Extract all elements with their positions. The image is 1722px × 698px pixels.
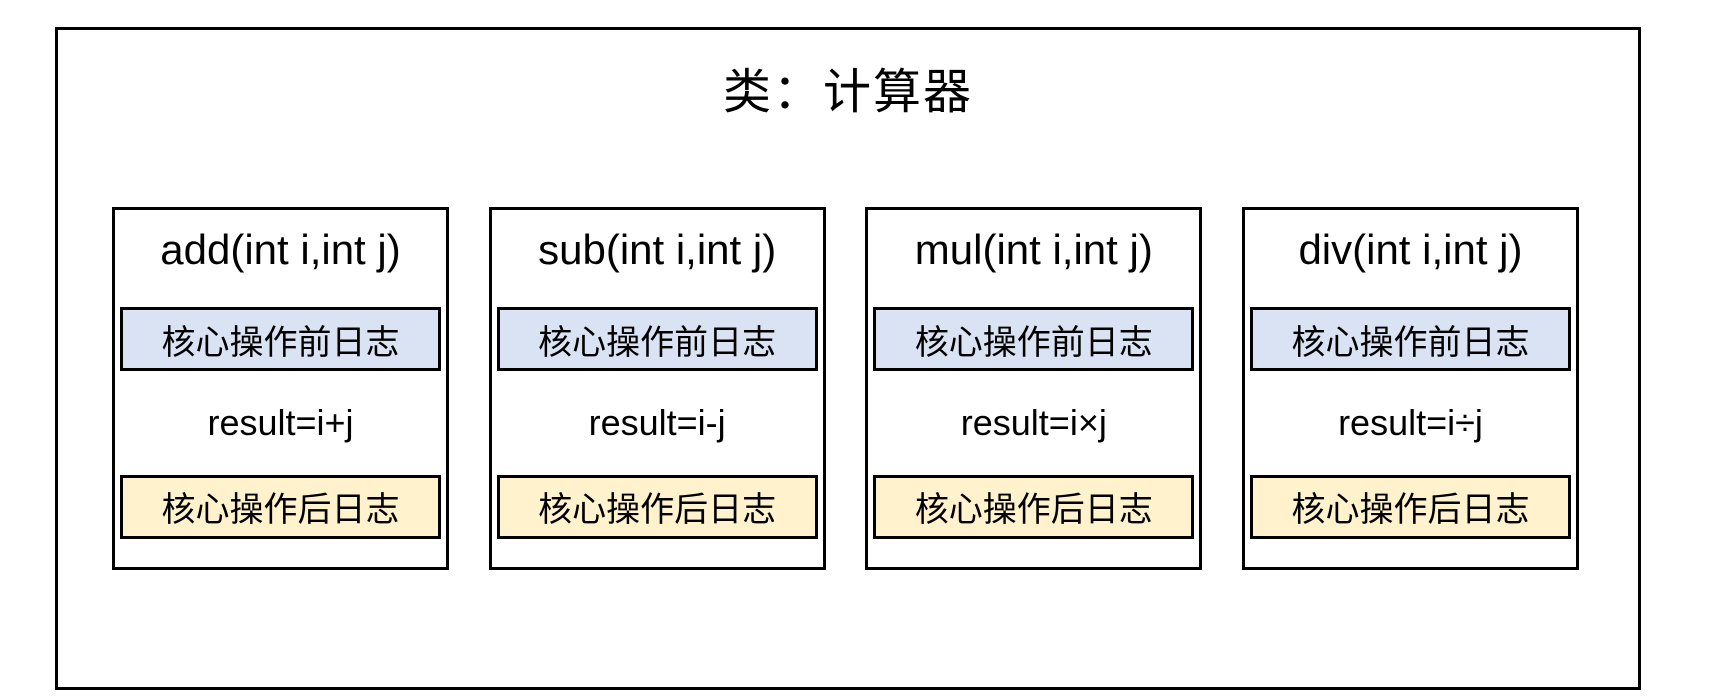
method-box-add: add(int i,int j) 核心操作前日志 result=i+j 核心操作… [112,207,449,570]
post-log-box: 核心操作后日志 [1249,474,1571,539]
class-container-box: 类：计算器 add(int i,int j) 核心操作前日志 result=i+… [55,27,1641,690]
method-signature: div(int i,int j) [1298,226,1523,273]
method-box-sub: sub(int i,int j) 核心操作前日志 result=i-j 核心操作… [488,207,826,570]
method-box-div: div(int i,int j) 核心操作前日志 result=i÷j 核心操作… [1241,207,1579,570]
core-operation: result=i÷j [1338,402,1483,444]
pre-log-box: 核心操作前日志 [120,307,441,372]
methods-row: add(int i,int j) 核心操作前日志 result=i+j 核心操作… [112,207,1579,570]
method-box-mul: mul(int i,int j) 核心操作前日志 result=i×j 核心操作… [865,207,1203,570]
pre-log-box: 核心操作前日志 [1249,307,1571,372]
class-title: 类：计算器 [722,66,973,119]
pre-log-box: 核心操作前日志 [873,307,1195,372]
post-log-box: 核心操作后日志 [120,474,441,539]
post-log-box: 核心操作后日志 [873,474,1195,539]
core-operation: result=i×j [960,402,1107,444]
method-signature: add(int i,int j) [160,226,401,273]
method-signature: sub(int i,int j) [538,226,777,273]
post-log-box: 核心操作后日志 [496,474,818,539]
core-operation: result=i-j [588,402,726,444]
core-operation: result=i+j [207,402,354,444]
method-signature: mul(int i,int j) [914,226,1153,273]
pre-log-box: 核心操作前日志 [496,307,818,372]
